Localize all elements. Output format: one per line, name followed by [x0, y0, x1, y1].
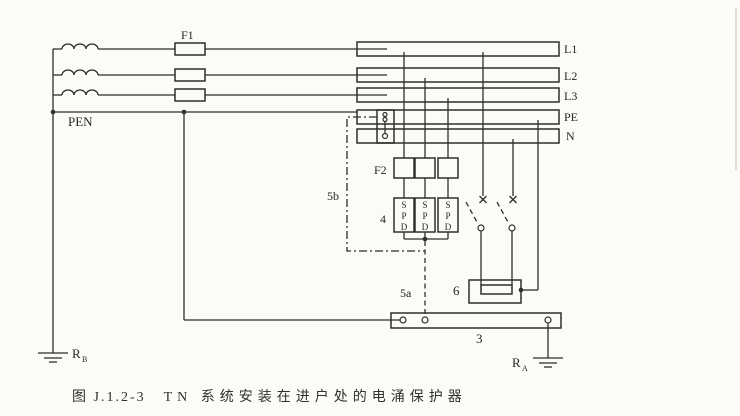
- rb-label: R: [72, 346, 81, 361]
- fuse-f2-label: F2: [374, 163, 387, 177]
- bus-bar-pe: [356, 109, 560, 125]
- pe-down-conductor: [518, 120, 539, 293]
- spd-letter: D: [445, 222, 452, 232]
- fuse-f1-label: F1: [181, 28, 194, 42]
- bus-label-n: N: [566, 129, 575, 143]
- earthing-right: R A: [512, 323, 563, 373]
- fuse-icon: [174, 68, 206, 82]
- fuse-icon: [174, 42, 206, 56]
- terminal: [508, 224, 516, 232]
- fuse-f1-group: F1: [174, 28, 206, 102]
- contact-x-icon: [509, 195, 517, 204]
- spd-letter: P: [422, 211, 427, 221]
- bus-label-pe: PE: [564, 110, 578, 124]
- junction-dot: [422, 236, 428, 242]
- bus-bar-n: [356, 128, 560, 144]
- spd-letter: S: [401, 200, 406, 210]
- device-6-label: 6: [453, 283, 460, 298]
- switch-blade-dashed: [465, 201, 479, 225]
- switch-blade-dashed: [496, 201, 510, 225]
- terminal: [382, 111, 388, 118]
- bar-3-label: 3: [476, 331, 483, 346]
- rb-sub-label: B: [82, 355, 87, 364]
- fuse-f2-icon: [437, 157, 459, 179]
- spd-letter: P: [401, 211, 406, 221]
- bus-bar-l3: [356, 87, 560, 103]
- ref-5a-label: 5a: [400, 286, 412, 300]
- fuse-f2-icon: [414, 157, 436, 179]
- spd-letters: S P D S P D S P D: [401, 200, 452, 232]
- bus-label-l3: L3: [564, 89, 577, 103]
- fuse-f2-icon: [393, 157, 415, 179]
- pen-label: PEN: [68, 114, 93, 129]
- dashdot-5b-path: [346, 116, 425, 252]
- spd-ref-4-label: 4: [380, 212, 386, 226]
- device-6-inner: [480, 284, 513, 295]
- figure-title: TN 系统安装在进户处的电涌保护器: [163, 390, 467, 405]
- phase-wires: [98, 48, 387, 96]
- pen-link-box: [376, 109, 395, 144]
- spd-letter: D: [401, 222, 408, 232]
- spd-letter: S: [422, 200, 427, 210]
- device-6-box: [468, 279, 522, 304]
- terminal: [381, 132, 389, 140]
- spd-letter: P: [445, 211, 450, 221]
- bus-bar-l1: [356, 41, 560, 57]
- terminal: [544, 316, 552, 324]
- spd-letter: S: [445, 200, 450, 210]
- ra-label: R: [512, 355, 521, 370]
- terminal: [421, 316, 429, 324]
- figure-caption: 图 J.1.2-3 TN 系统安装在进户处的电涌保护器: [72, 386, 467, 406]
- ra-sub-label: A: [522, 364, 528, 373]
- earthing-left: R B: [38, 49, 87, 364]
- pe-n-link: [376, 109, 395, 144]
- ref-5b-line: 5b: [327, 116, 425, 252]
- bonding-bar-3: 3: [390, 312, 562, 346]
- spd-letter: D: [422, 222, 429, 232]
- device-6: 6: [453, 279, 522, 304]
- source-windings: [53, 43, 99, 96]
- bus-label-l1: L1: [564, 42, 577, 56]
- winding-coil-icon: [61, 43, 99, 50]
- terminal: [477, 224, 485, 232]
- bonding-bar: [390, 312, 562, 329]
- terminal: [382, 116, 388, 123]
- winding-coil-icon: [61, 89, 99, 96]
- contact-x-icon: [479, 195, 487, 204]
- junction-dot: [518, 287, 524, 293]
- bus-bars: L1 L2 L3 PE N: [356, 41, 578, 144]
- spd-columns: F2 4 S P D S P D S P D: [374, 52, 459, 242]
- fuse-icon: [174, 88, 206, 102]
- bus-bar-l2: [356, 67, 560, 83]
- terminal: [399, 316, 407, 324]
- ref-5b-label: 5b: [327, 189, 339, 203]
- disconnector-1: [465, 52, 487, 285]
- disconnector-2: [496, 139, 517, 285]
- bus-label-l2: L2: [564, 69, 577, 83]
- figure-number: 图 J.1.2-3: [72, 390, 146, 405]
- winding-coil-icon: [61, 69, 99, 76]
- ref-5a-line: 5a: [400, 241, 426, 317]
